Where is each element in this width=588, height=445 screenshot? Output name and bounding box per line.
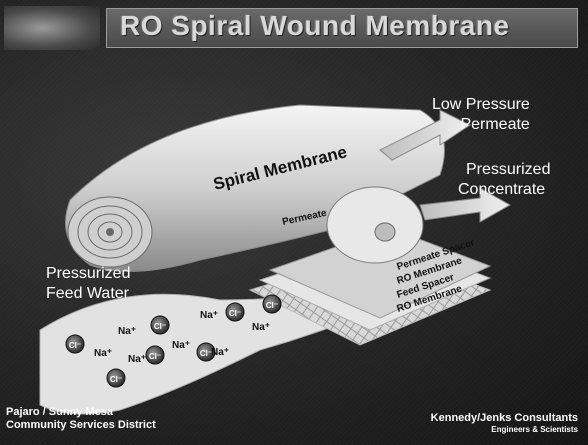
sodium-ion: Na⁺: [128, 354, 146, 365]
svg-text:Na⁺: Na⁺: [200, 310, 218, 321]
sodium-ion: Na⁺: [211, 347, 229, 358]
chloride-ion: Cl⁻: [66, 335, 84, 353]
svg-text:Na⁺: Na⁺: [128, 354, 146, 365]
label-line: Low Pressure: [432, 95, 530, 115]
sodium-ion: Na⁺: [252, 322, 270, 333]
pressurized-feed-water-label: Pressurized Feed Water: [46, 264, 130, 304]
footer-line: Kennedy/Jenks Consultants: [398, 412, 578, 424]
sodium-ion: Na⁺: [172, 340, 190, 351]
sodium-ion: Na⁺: [118, 326, 136, 337]
svg-text:Cl⁻: Cl⁻: [110, 375, 122, 384]
footer-line: Pajaro / Sunny Mesa: [6, 406, 156, 419]
chloride-ion: Cl⁻: [151, 316, 169, 334]
chloride-ion: Cl⁻: [107, 369, 125, 387]
chloride-ion: Cl⁻: [226, 303, 244, 321]
permeate-tube-cutaway: [327, 187, 423, 263]
svg-text:Na⁺: Na⁺: [252, 322, 270, 333]
label-line: Concentrate: [458, 180, 550, 200]
svg-text:Na⁺: Na⁺: [211, 347, 229, 358]
footer-line: Engineers & Scientists: [398, 424, 578, 436]
footer-line: Community Services District: [6, 419, 156, 432]
chloride-ion: Cl⁻: [263, 295, 281, 313]
svg-text:Cl⁻: Cl⁻: [149, 352, 161, 361]
low-pressure-permeate-label: Low Pressure Permeate: [432, 95, 530, 135]
svg-text:Cl⁻: Cl⁻: [154, 322, 166, 331]
svg-text:Na⁺: Na⁺: [172, 340, 190, 351]
spiral-end-cap: [68, 197, 152, 267]
district-name: Pajaro / Sunny Mesa Community Services D…: [6, 406, 156, 432]
svg-text:Cl⁻: Cl⁻: [69, 341, 81, 350]
svg-text:Na⁺: Na⁺: [118, 326, 136, 337]
label-line: Feed Water: [46, 284, 130, 304]
label-line: Pressurized: [458, 160, 550, 180]
sodium-ion: Na⁺: [94, 348, 112, 359]
sodium-ion: Na⁺: [200, 310, 218, 321]
label-line: Pressurized: [46, 264, 130, 284]
chloride-ion: Cl⁻: [146, 346, 164, 364]
svg-text:Cl⁻: Cl⁻: [229, 309, 241, 318]
label-line: Permeate: [432, 115, 530, 135]
pressurized-concentrate-label: Pressurized Concentrate: [458, 160, 550, 200]
svg-text:Cl⁻: Cl⁻: [266, 301, 278, 310]
svg-text:Na⁺: Na⁺: [94, 348, 112, 359]
consultant-name: Kennedy/Jenks Consultants Engineers & Sc…: [398, 412, 578, 436]
